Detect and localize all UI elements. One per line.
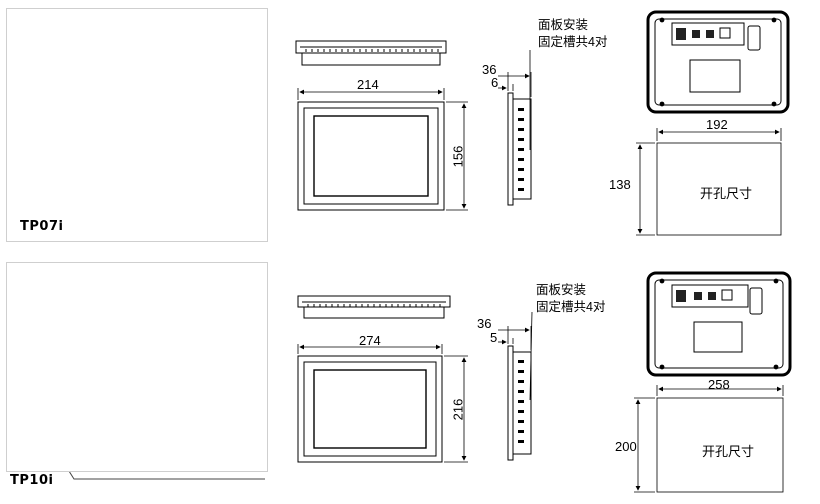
dim-front-width-label-tp10i: 274 <box>359 333 381 348</box>
mount-note-line2: 固定槽共4对 <box>538 35 608 49</box>
photo-frame-tp07i <box>6 8 268 242</box>
cutout-label-tp10i: 开孔尺寸 <box>702 444 755 459</box>
cutout-tp07i <box>636 128 782 236</box>
cutout-label-tp07i: 开孔尺寸 <box>700 186 753 201</box>
dim-cutout-height-label-tp10i: 200 <box>615 439 637 454</box>
model-label-tp10i: TP10i <box>10 473 54 488</box>
front-view-tp07i <box>297 101 445 211</box>
cutout-tp10i <box>634 385 784 493</box>
dim-front-width-tp07i <box>297 88 445 100</box>
model-label-tp07i: TP07i <box>20 219 64 234</box>
dim-front-height-tp10i <box>444 355 468 463</box>
dim-side-depth-label-tp07i: 36 <box>482 62 497 77</box>
dim-front-width-tp10i <box>297 344 443 354</box>
photo-frame-tp10i <box>6 262 268 472</box>
side-view-tp07i <box>507 92 532 206</box>
dim-front-width-label-tp07i: 214 <box>357 77 379 92</box>
mount-note-line1: 面板安装 <box>538 18 589 32</box>
back-view-tp07i <box>646 10 790 114</box>
mount-note-line2: 固定槽共4对 <box>536 300 606 314</box>
mount-note-tp07i: 面板安装 固定槽共4对 <box>538 17 607 51</box>
side-view-tp10i <box>507 345 532 461</box>
mount-note-line1: 面板安装 <box>536 283 587 297</box>
top-view-tp07i <box>295 40 447 66</box>
dim-front-height-label-tp07i: 156 <box>450 145 466 168</box>
dim-side-panel-label-tp07i: 6 <box>491 75 499 90</box>
back-view-tp10i <box>646 271 792 377</box>
dim-cutout-width-label-tp07i: 192 <box>706 117 728 132</box>
mount-note-tp10i: 面板安装 固定槽共4对 <box>536 282 605 316</box>
dim-cutout-height-label-tp07i: 138 <box>609 177 631 192</box>
dim-cutout-width-label-tp10i: 258 <box>708 377 730 392</box>
dim-side-panel-label-tp10i: 5 <box>490 330 498 345</box>
dim-front-height-label-tp10i: 216 <box>450 398 466 421</box>
dim-front-height-tp07i <box>446 101 468 211</box>
dim-side-depth-label-tp10i: 36 <box>477 316 492 331</box>
front-view-tp10i <box>297 355 443 463</box>
